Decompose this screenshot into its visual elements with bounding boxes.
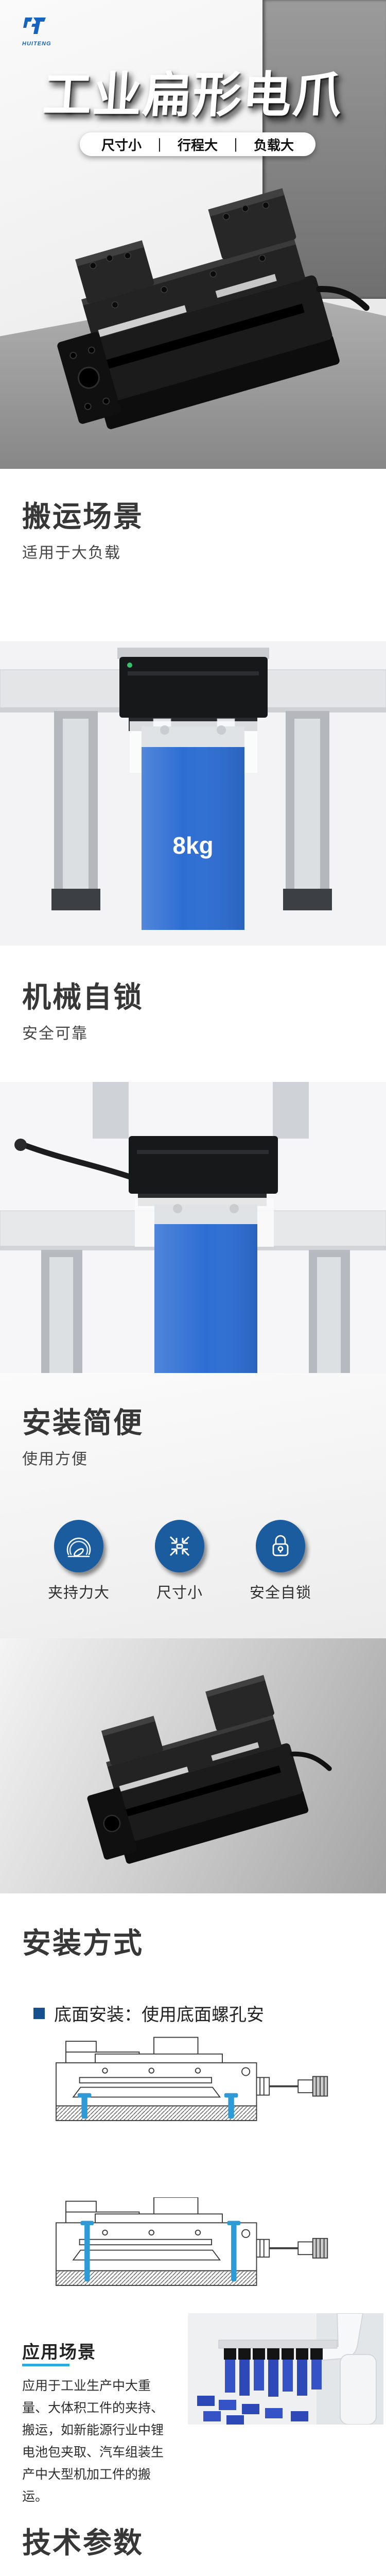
weight-label: 8kg xyxy=(172,832,213,859)
tech-section: 技术参数 xyxy=(0,2527,386,2576)
badge-size: 尺寸小 xyxy=(101,137,142,153)
lock-icon xyxy=(256,1520,305,1572)
badge-separator: 丨 xyxy=(152,137,166,154)
apply-section: 应用场景 应用于工业生产中大重量、大体积工件的夹持、搬运，如新能源行业中锂电池包… xyxy=(0,2298,386,2527)
easy-title: 安装简便 xyxy=(22,1406,144,1439)
page-title: 工业扁形电爪 xyxy=(41,68,345,123)
badge-load: 负载大 xyxy=(254,137,294,153)
gauge-icon xyxy=(54,1520,103,1572)
easy-features: 夹持力大 尺寸小 xyxy=(0,1520,319,1602)
mount-title: 安装方式 xyxy=(22,1927,144,1959)
apply-underline xyxy=(22,2364,69,2366)
carry-section: 搬运场景 适用于大负载 xyxy=(0,469,386,945)
apply-title: 应用场景 xyxy=(22,2343,96,2362)
mount-bullet-text: 底面安装：使用底面螺孔安 xyxy=(54,2005,264,2025)
feature-label: 尺寸小 xyxy=(156,1585,203,1601)
feature-clamp-force: 夹持力大 xyxy=(40,1520,117,1602)
feature-label: 安全自锁 xyxy=(249,1585,311,1601)
badge-stroke: 行程大 xyxy=(177,137,218,153)
product-photo-2 xyxy=(0,1638,386,1893)
badge-separator: 丨 xyxy=(229,137,243,154)
lock-section: 机械自锁 安全可靠 xyxy=(0,945,386,1373)
apply-scene-image xyxy=(188,2313,383,2425)
hero-badges: 尺寸小 丨 行程大 丨 负载大 xyxy=(80,132,315,156)
feature-small-size: 尺寸小 xyxy=(141,1520,218,1602)
hero-product-image xyxy=(57,188,370,429)
apply-text: 应用于工业生产中大重量、大体积工件的夹持、搬运，如新能源行业中锂电池包夹取、汽车… xyxy=(22,2379,164,2504)
lock-photo-illustration xyxy=(0,1082,386,1373)
mount-bullet: 底面安装：使用底面螺孔安 xyxy=(33,2001,264,2026)
easy-section: 安装简便 使用方便 夹持力大 xyxy=(0,1373,386,1638)
lock-title: 机械自锁 xyxy=(22,981,144,1013)
product-photo-2-illustration xyxy=(87,1675,332,1864)
mount-drawing-top-screws xyxy=(56,2197,328,2286)
lock-photo xyxy=(0,1082,386,1373)
carry-photo-illustration: 8kg xyxy=(0,648,386,930)
mount-drawing-bottom-screws xyxy=(56,2037,328,2121)
brand-logo: HUITENG xyxy=(22,14,84,47)
carry-title: 搬运场景 xyxy=(22,500,144,533)
brand-logo-icon xyxy=(23,18,46,34)
feature-self-lock: 安全自锁 xyxy=(242,1520,319,1602)
bullet-square-icon xyxy=(33,2007,45,2019)
easy-subtitle: 使用方便 xyxy=(22,1450,88,1468)
hero-section: HUITENG 工业扁形电爪 尺寸小 丨 行程大 丨 负载大 xyxy=(0,0,386,469)
tech-title: 技术参数 xyxy=(22,2527,144,2559)
compress-icon xyxy=(155,1520,204,1572)
carry-subtitle: 适用于大负载 xyxy=(22,544,121,562)
brand-name: HUITENG xyxy=(22,41,51,47)
lock-subtitle: 安全可靠 xyxy=(22,1025,88,1042)
mount-section: 安装方式 底面安装：使用底面螺孔安 xyxy=(0,1893,386,2298)
feature-label: 夹持力大 xyxy=(47,1585,110,1601)
carry-photo: 8kg xyxy=(0,641,386,945)
